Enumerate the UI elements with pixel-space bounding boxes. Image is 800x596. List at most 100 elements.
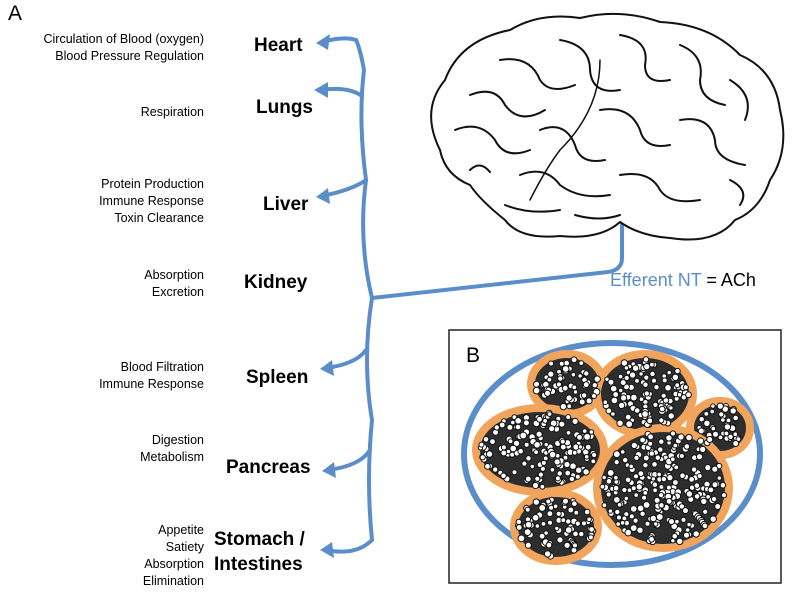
axon [671,373,680,381]
axon [698,416,705,423]
axon [507,438,514,445]
axon [668,405,674,411]
axon [632,473,640,480]
axon [716,475,722,481]
function-label: Digestion [151,433,204,447]
axon [542,455,549,462]
axon [636,504,645,513]
axon [571,417,579,425]
axon [711,465,719,473]
axon [583,370,590,377]
axon [547,519,553,526]
nerve-trunk-lower [365,296,374,542]
panel-b-label: B [466,344,481,367]
spleen-functions: Blood Filtration Immune Response [99,359,204,393]
axons [477,356,742,560]
axon [682,384,689,391]
axon [652,487,658,494]
axon [544,389,551,397]
axon [623,365,630,371]
axon [492,466,499,473]
axon [629,371,637,379]
axon [642,381,649,388]
axon [524,520,533,529]
axon [658,492,665,499]
axon [629,393,638,402]
axon [525,455,532,462]
axon [636,526,644,534]
axon [523,528,532,536]
axon [578,360,585,367]
axon [575,466,583,474]
axon [493,424,500,431]
axon [703,419,711,427]
axon [617,373,624,380]
axon [661,377,668,384]
axon [506,423,514,431]
axon [562,497,569,505]
pancreas-functions: Digestion Metabolism [140,432,204,466]
axon [485,450,494,458]
axon [546,510,554,518]
axon [707,486,715,494]
efferent-nt-text: Efferent NT [610,270,702,290]
axon [655,513,664,521]
axon [619,379,627,387]
axon [718,411,725,418]
axon [591,393,597,399]
axon [511,469,518,476]
axon [679,472,686,480]
axon [703,411,710,417]
axon [591,382,598,389]
function-label: Appetite [158,523,204,537]
organ-liver: Liver [263,194,309,215]
axon [581,520,587,527]
axon [619,520,626,526]
axon [556,470,563,477]
axon [509,444,518,453]
axon [570,372,577,378]
axon [628,463,635,470]
axon [732,414,740,422]
axon [651,481,659,488]
axon [519,431,528,440]
axon [572,542,578,549]
organ-name-line: Intestines [214,554,303,575]
axon [671,532,679,540]
function-label: Immune Response [99,377,204,391]
efferent-nt-label: Efferent NT = ACh [610,270,756,291]
axon [685,490,694,498]
axon [688,476,695,483]
axon [536,415,543,423]
axon [616,514,622,521]
axon [674,382,681,389]
function-label: Metabolism [140,450,204,464]
axon [564,469,572,477]
axon [685,433,693,442]
axon [534,523,541,529]
axon [548,425,556,433]
axon [630,441,638,449]
axon [545,498,552,505]
axon [649,514,657,523]
axon [542,418,548,424]
organ-lungs: Lungs [256,97,313,118]
axon [683,531,690,539]
axon [565,430,572,436]
axon [711,481,719,489]
axon [569,462,577,471]
nerve-arrowheads [314,34,336,558]
axon [568,475,576,483]
arrow-liver-icon [316,188,330,204]
axon [638,396,645,403]
axon [512,439,521,448]
axon [585,397,593,405]
axon [500,472,507,480]
axon [705,494,711,500]
axon [549,467,556,473]
nerve-cross-section [461,340,763,568]
axon [586,516,592,523]
axon [642,454,650,462]
axon [643,374,650,381]
axon [543,550,552,558]
